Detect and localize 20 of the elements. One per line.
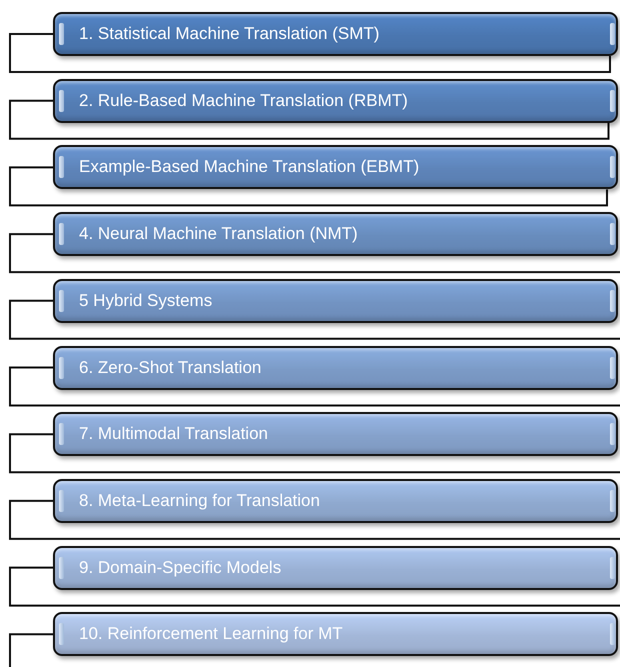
list-bar: [53, 546, 618, 590]
item-label: 5 Hybrid Systems: [79, 290, 212, 311]
item-label: Example-Based Machine Translation (EBMT): [79, 157, 420, 178]
list-bar: [53, 145, 618, 190]
list-bar: [53, 612, 618, 656]
item-label: 7. Multimodal Translation: [79, 424, 268, 444]
list-bar: [53, 78, 618, 123]
item-label: 10. Reinforcement Learning for MT: [79, 624, 343, 644]
list-bar: [53, 212, 618, 256]
item-label: 6. Zero-Shot Translation: [79, 358, 262, 378]
item-label: 2. Rule-Based Machine Translation (RBMT): [79, 90, 408, 111]
item-label: 8. Meta-Learning for Translation: [79, 490, 320, 511]
item-label: 9. Domain-Specific Models: [79, 558, 282, 578]
list-bar: [53, 412, 618, 456]
item-label: 4. Neural Machine Translation (NMT): [79, 224, 358, 244]
list-bar: [53, 346, 618, 390]
list-bar: [53, 278, 618, 323]
item-label: 1. Statistical Machine Translation (SMT): [79, 24, 380, 44]
list-bar: [53, 12, 618, 56]
list-bar: [53, 478, 618, 523]
